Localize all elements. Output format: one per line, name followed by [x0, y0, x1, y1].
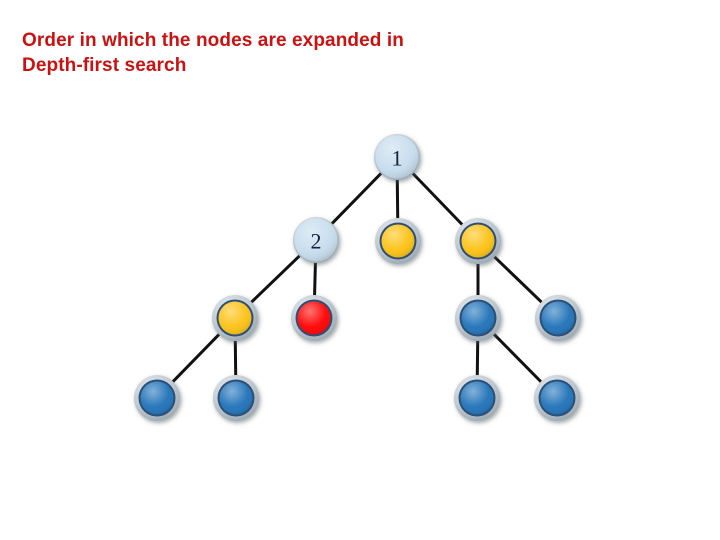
node-gloss: [541, 301, 575, 335]
tree-node[interactable]: [455, 218, 501, 264]
tree-node[interactable]: [212, 295, 258, 341]
node-gloss: [461, 224, 495, 258]
tree-node[interactable]: [454, 375, 500, 421]
node-gloss: [294, 218, 338, 262]
tree-node[interactable]: [455, 295, 501, 341]
tree-node[interactable]: [535, 295, 581, 341]
tree-edge: [329, 170, 384, 227]
node-gloss: [381, 224, 415, 258]
node-gloss: [140, 381, 174, 415]
tree-node[interactable]: [534, 375, 580, 421]
tree-node[interactable]: [375, 218, 421, 264]
page-title: Order in which the nodes are expanded in…: [22, 30, 404, 76]
node-gloss: [460, 381, 494, 415]
tree-edge: [313, 259, 317, 299]
node-gloss: [219, 381, 253, 415]
tree-edge: [491, 254, 545, 305]
edge-layer: [170, 170, 545, 385]
tree-edge: [170, 331, 222, 385]
tree-edge: [410, 170, 465, 228]
node-layer: 12: [134, 134, 581, 421]
node-gloss: [540, 381, 574, 415]
tree-node[interactable]: [291, 295, 337, 341]
tree-node[interactable]: 1: [374, 134, 420, 180]
node-gloss: [375, 135, 419, 179]
tree-node[interactable]: 2: [293, 217, 339, 263]
node-gloss: [461, 301, 495, 335]
tree-edge: [395, 176, 400, 222]
node-order-label: 2: [311, 229, 322, 254]
node-gloss: [297, 301, 331, 335]
tree-node[interactable]: [134, 375, 180, 421]
node-gloss: [218, 301, 252, 335]
node-order-label: 1: [392, 146, 403, 171]
tree-edge: [491, 331, 544, 385]
tree-node[interactable]: [213, 375, 259, 421]
tree-edge: [248, 253, 303, 305]
